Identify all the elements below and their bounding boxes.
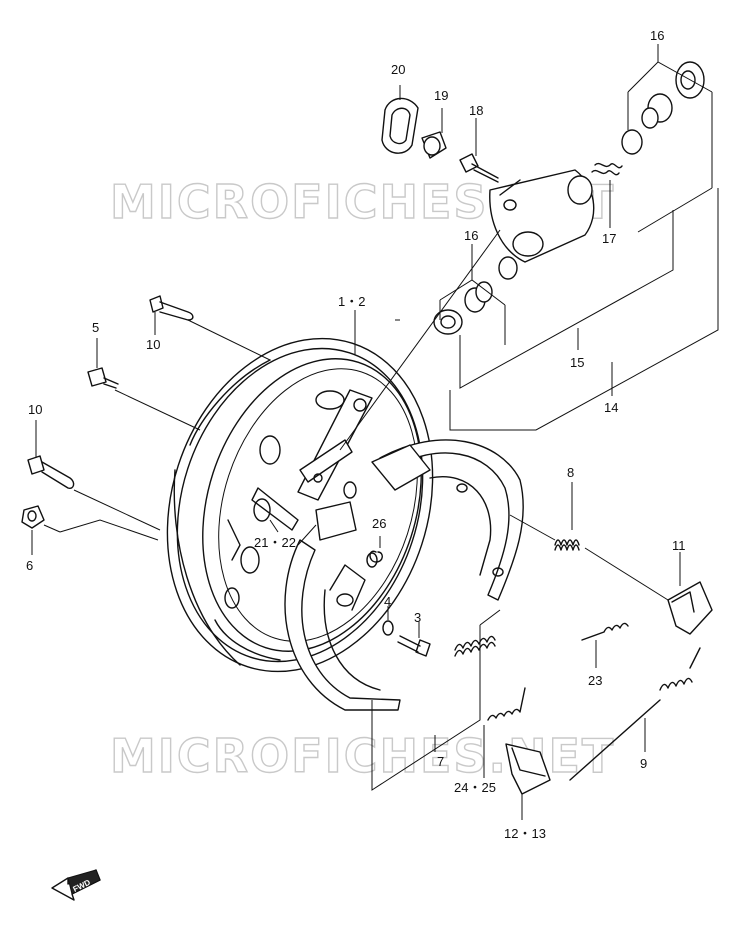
leader-lines xyxy=(31,44,719,820)
callout-3: 3 xyxy=(414,610,421,625)
parking-lever xyxy=(251,389,373,531)
wheel-cylinder xyxy=(489,169,595,263)
spring-24-25 xyxy=(487,687,526,721)
cylinder-kit-upper xyxy=(591,61,705,176)
callout-8: 8 xyxy=(567,465,574,480)
callout-6: 6 xyxy=(26,558,33,573)
callout-5: 5 xyxy=(92,320,99,335)
callout-24-25: 24・25 xyxy=(454,780,496,795)
clip-11 xyxy=(667,581,713,635)
callout-23: 23 xyxy=(588,673,602,688)
nut-6 xyxy=(21,505,45,529)
clip-12-13 xyxy=(505,743,551,795)
callout-10-lower: 10 xyxy=(28,402,42,417)
callout-14: 14 xyxy=(604,400,618,415)
bolt-5 xyxy=(87,367,119,389)
clip-26 xyxy=(369,550,383,563)
callout-16-lower: 16 xyxy=(464,228,478,243)
brake-shoe-lower xyxy=(284,501,401,711)
callout-21-22: 21・22 xyxy=(254,535,296,550)
callout-18: 18 xyxy=(469,103,483,118)
spring-8 xyxy=(554,539,580,551)
cylinder-kit-lower xyxy=(433,256,518,335)
callout-19: 19 xyxy=(434,88,448,103)
spring-upper-return xyxy=(454,635,496,657)
spring-23 xyxy=(581,622,629,641)
callout-labels: 1・2 3 4 5 6 7 8 9 10 10 11 12・13 14 15 1… xyxy=(26,28,686,841)
bolt-3 xyxy=(397,635,431,657)
spring-9 xyxy=(569,647,701,781)
bleeder-parts xyxy=(381,97,499,183)
callout-12-13: 12・13 xyxy=(504,826,546,841)
pin-10-upper xyxy=(149,295,194,321)
callout-11: 11 xyxy=(672,538,686,553)
callout-20: 20 xyxy=(391,62,405,77)
callout-26: 26 xyxy=(372,516,386,531)
washer-4 xyxy=(382,620,394,636)
brake-shoe-upper xyxy=(371,439,524,601)
callout-16-upper: 16 xyxy=(650,28,664,43)
fwd-arrow-icon: FWD xyxy=(51,869,101,901)
callout-7: 7 xyxy=(437,754,444,769)
backing-plate xyxy=(166,337,434,673)
callout-10-upper: 10 xyxy=(146,337,160,352)
callout-15: 15 xyxy=(570,355,584,370)
callout-17: 17 xyxy=(602,231,616,246)
callout-4: 4 xyxy=(384,594,391,609)
callout-1-2: 1・2 xyxy=(338,294,365,309)
callout-9: 9 xyxy=(640,756,647,771)
pin-10-lower xyxy=(27,455,75,490)
